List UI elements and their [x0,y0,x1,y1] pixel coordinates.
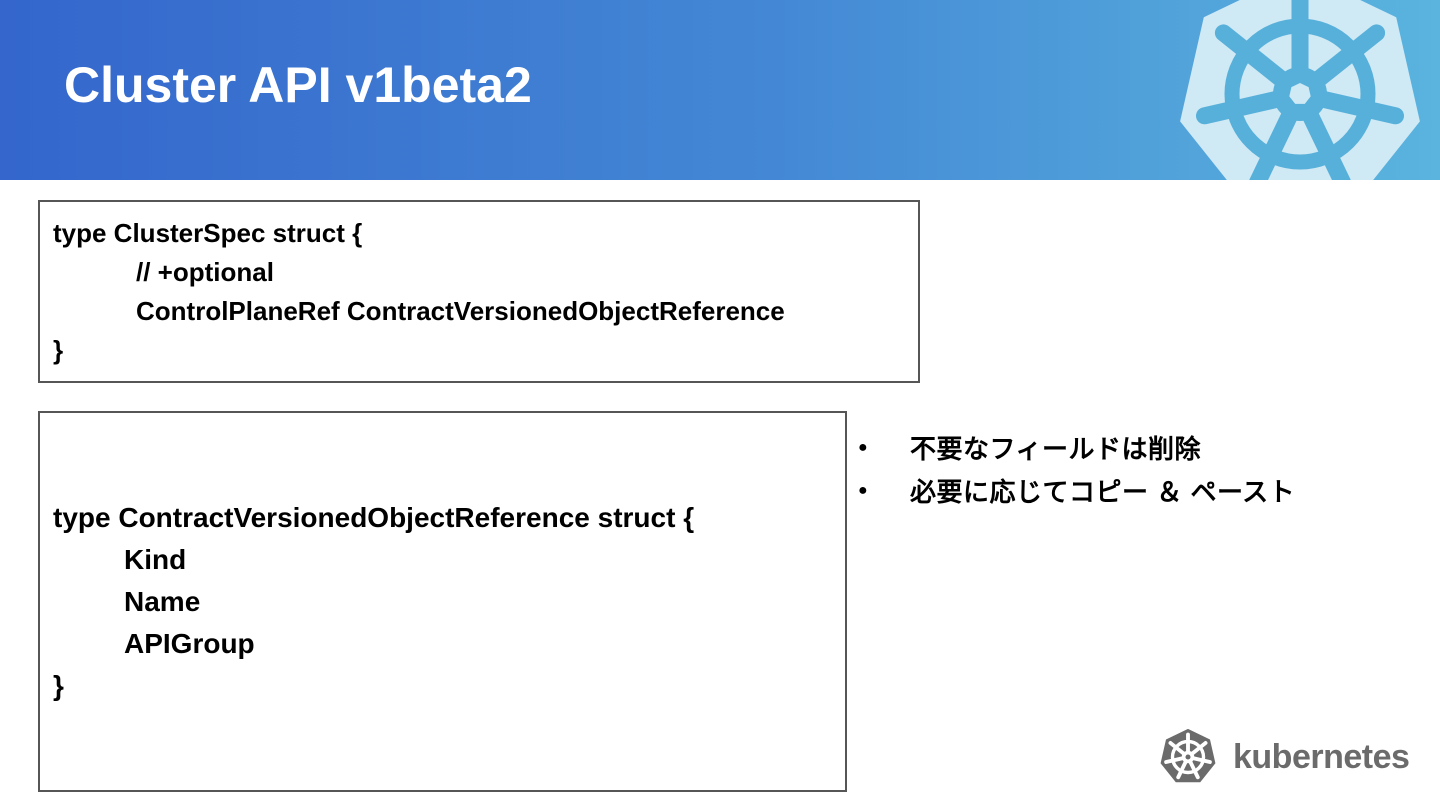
bullet-icon: ● [858,438,868,456]
code-line: // +optional [136,256,274,287]
bullet-text: 必要に応じてコピー ＆ ペースト [910,477,1296,507]
kubernetes-logo: kubernetes [1157,726,1410,788]
list-item: ● 必要に応じてコピー ＆ ペースト [858,469,1295,512]
code-line: } [53,669,64,701]
list-item: ● 不要なフィールドは削除 [858,426,1295,469]
bullet-icon: ● [858,481,868,499]
bullet-text: 不要なフィールドは削除 [910,434,1201,464]
code-line: Kind [124,543,187,575]
code-line: Name [124,585,201,617]
bullet-list: ● 不要なフィールドは削除 ● 必要に応じてコピー ＆ ペースト [858,426,1295,512]
code-line: ControlPlaneRef ContractVersionedObjectR… [136,295,785,326]
code-line: type ClusterSpec struct { [53,217,363,248]
kubernetes-wheel-watermark-icon [1180,0,1420,180]
code-line: APIGroup [124,627,255,659]
code-box-contractversionedobjectreference: type ContractVersionedObjectReference st… [38,411,847,792]
kubernetes-wordmark: kubernetes [1233,737,1410,776]
header-banner: Cluster API v1beta2 [0,0,1440,180]
code-box-clusterspec: type ClusterSpec struct { // +optional C… [38,200,920,383]
code-line: type ContractVersionedObjectReference st… [53,501,695,533]
kubernetes-mark-icon [1160,728,1216,783]
code-line: } [53,334,64,365]
slide-title: Cluster API v1beta2 [64,57,532,113]
